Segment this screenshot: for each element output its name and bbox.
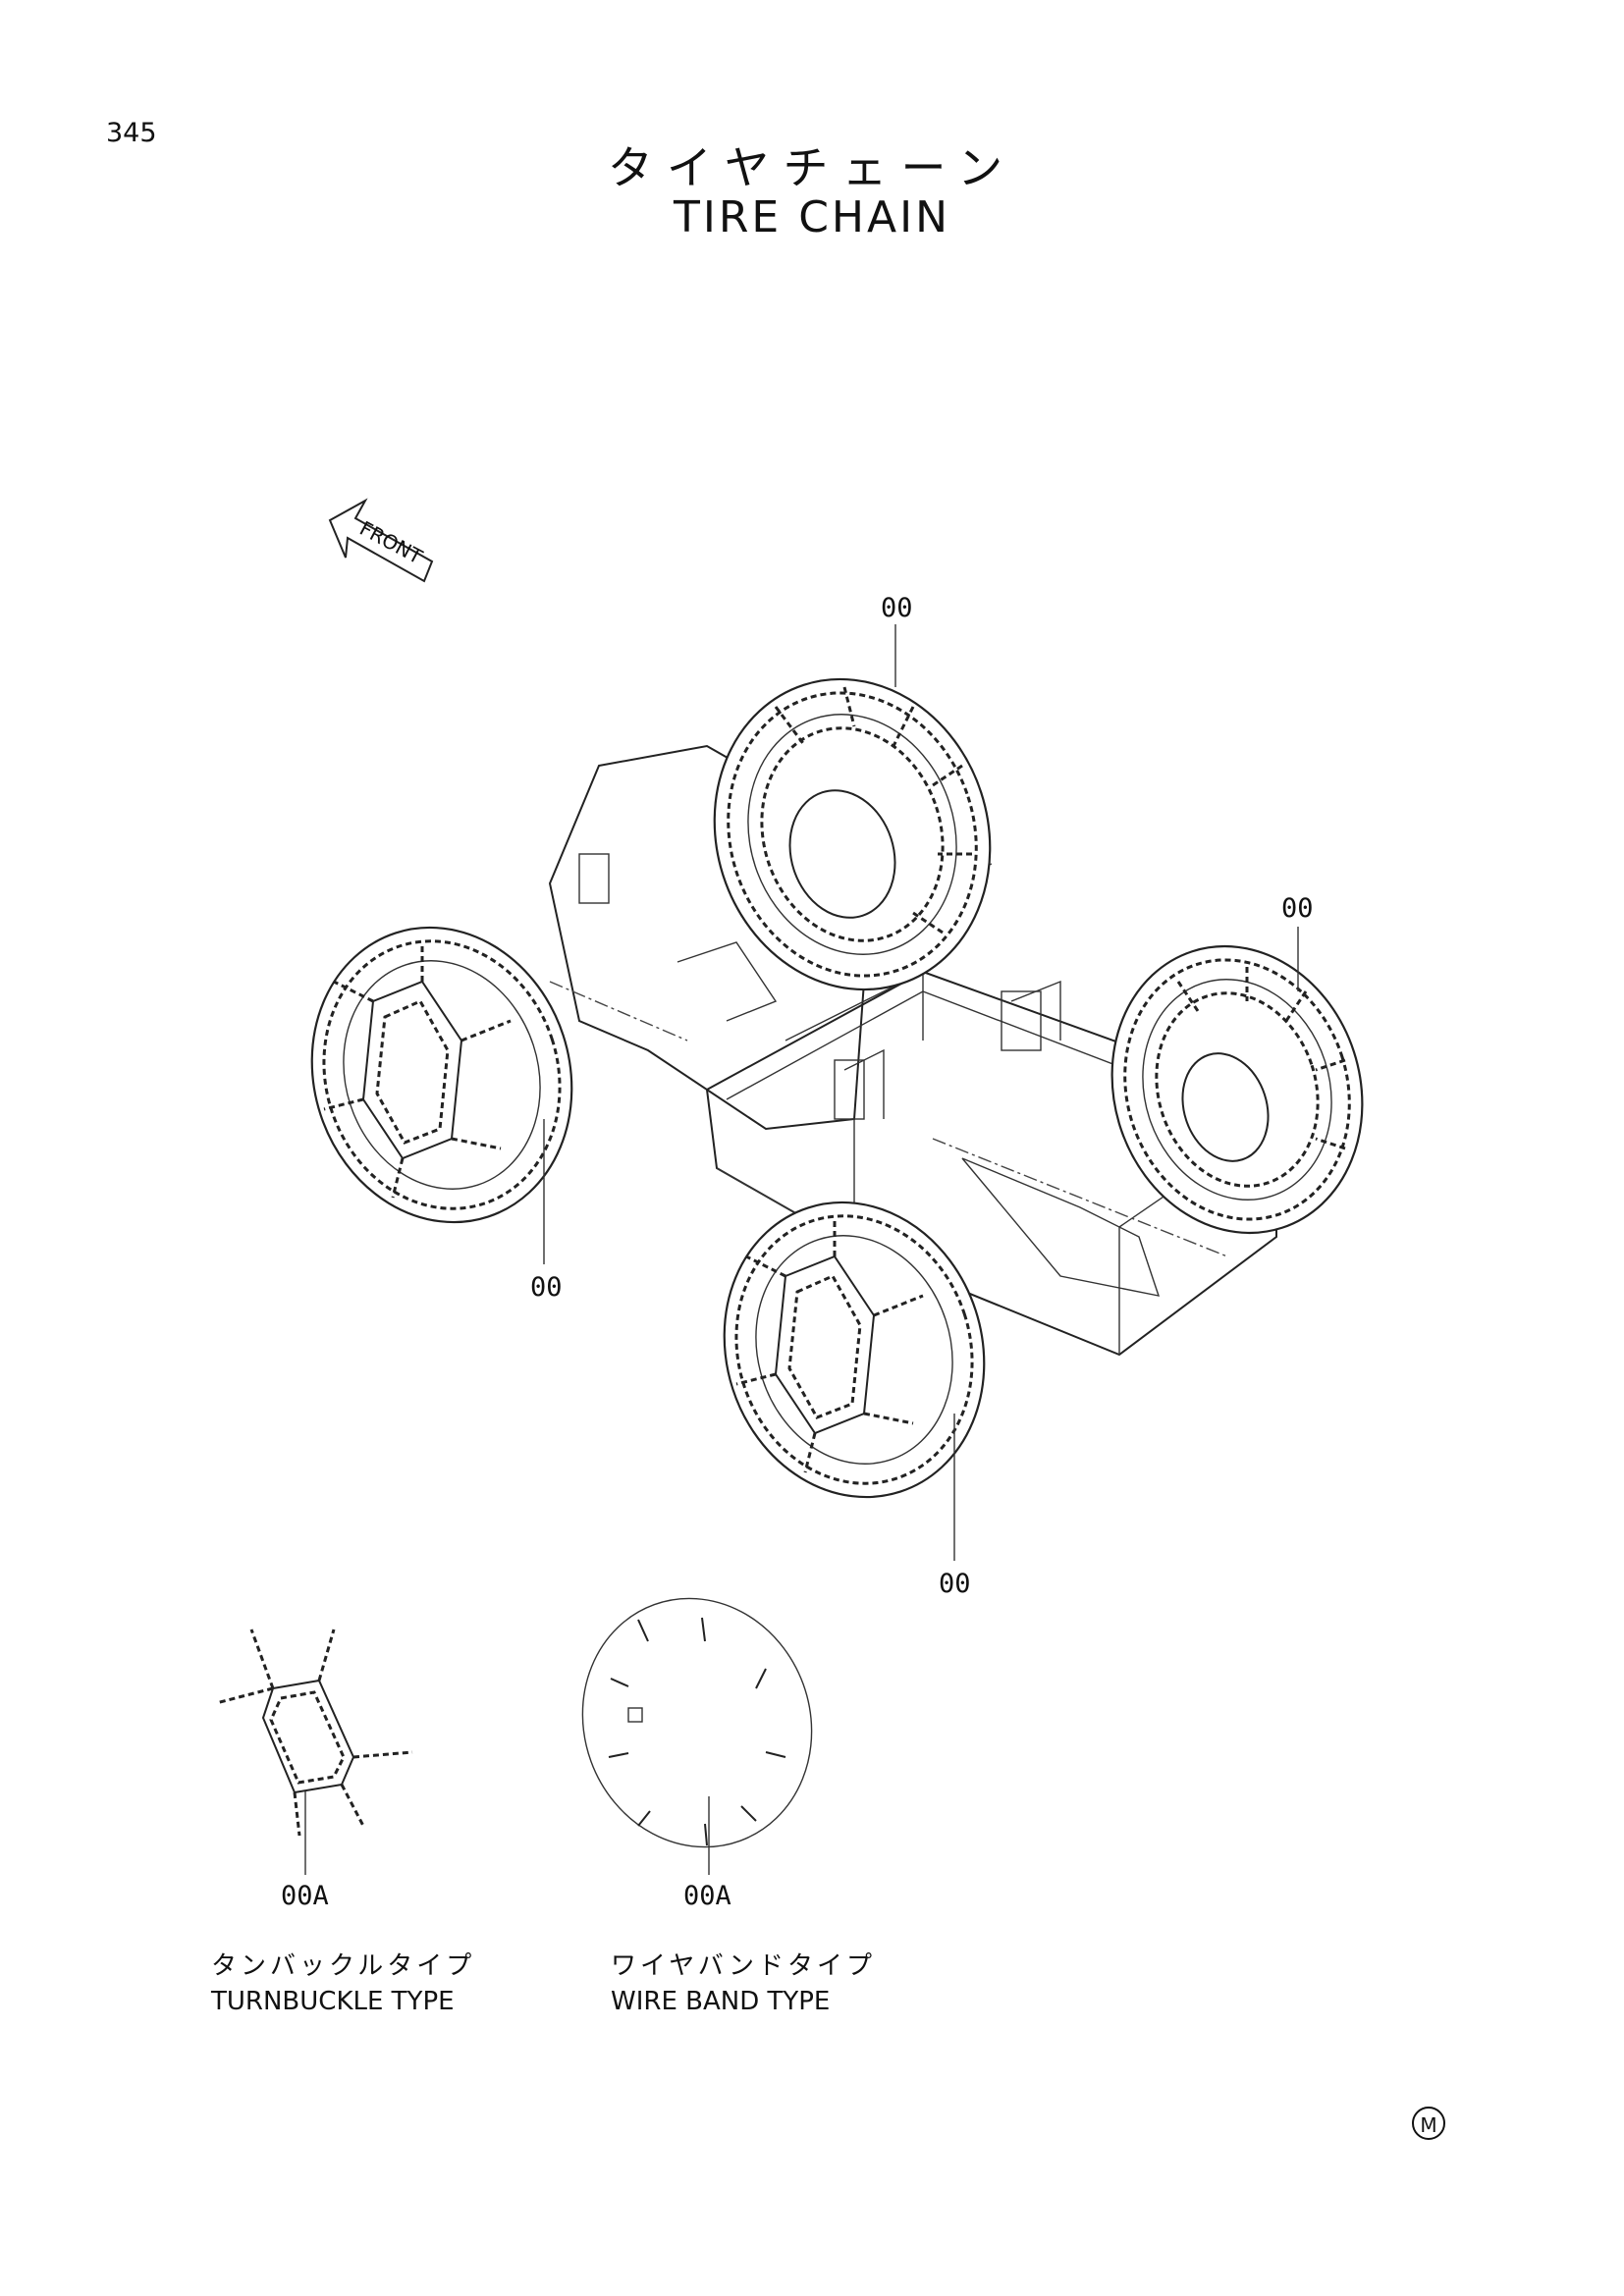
turnbuckle-detail [215,1629,413,1837]
tire-left [310,926,573,1224]
front-arrow-label: FRONT [355,516,426,569]
tire-rear-right [713,677,992,991]
wire-band-detail [581,1597,813,1848]
caption-turnbuckle-en: TURNBUCKLE TYPE [211,1987,455,2016]
tire-front [723,1201,986,1499]
callout-wire-band: 00A [683,1881,731,1911]
caption-wire-band-en: WIRE BAND TYPE [611,1987,831,2016]
callout-rear-right: 00 [881,593,913,623]
page-title-jp: タイヤチェーン [607,141,1017,194]
callout-front: 00 [939,1569,971,1599]
callout-turnbuckle: 00A [281,1881,329,1911]
page-title-en: TIRE CHAIN [673,192,950,242]
page-number: 345 [106,118,157,148]
front-arrow: FRONT [328,498,434,583]
tire-far-right [1110,944,1364,1235]
callout-far-right: 00 [1281,893,1314,924]
caption-turnbuckle-jp: タンバックルタイプ [211,1951,476,1981]
callout-left: 00 [530,1272,563,1303]
circled-m-mark: M [1412,2107,1445,2140]
caption-wire-band-jp: ワイヤバンドタイプ [611,1951,877,1981]
